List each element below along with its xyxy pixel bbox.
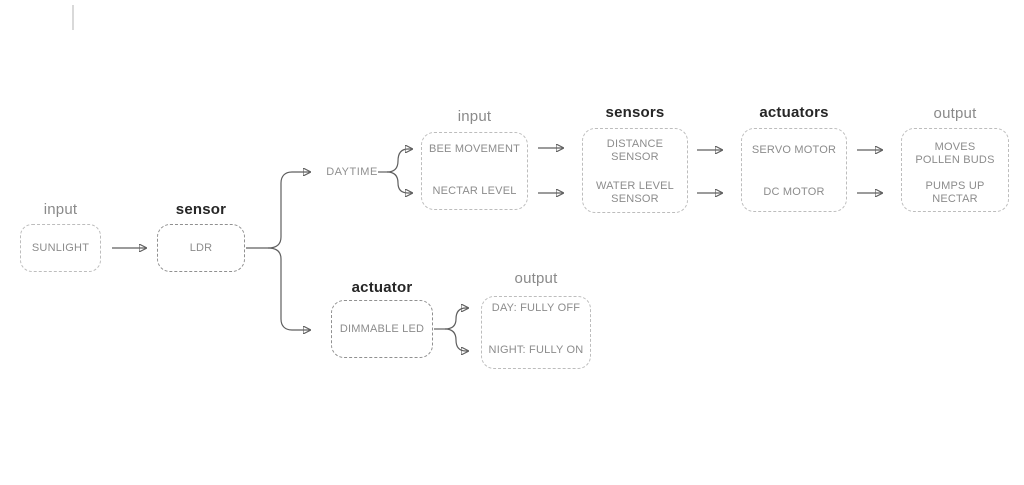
- label-sensors: sensors: [605, 104, 665, 121]
- item-day-fully-off: DAY: FULLY OFF: [491, 302, 581, 314]
- label-output-led: output: [514, 270, 558, 287]
- node-sunlight[interactable]: SUNLIGHT: [20, 224, 101, 272]
- label-actuators: actuators: [759, 104, 829, 121]
- node-daytime-outputs[interactable]: MOVES POLLEN BUDS PUMPS UP NECTAR: [901, 128, 1009, 212]
- node-daytime-inputs[interactable]: BEE MOVEMENT NECTAR LEVEL: [421, 132, 528, 210]
- item-servo-motor: SERVO MOTOR: [751, 144, 837, 156]
- node-sunlight-text: SUNLIGHT: [31, 241, 90, 254]
- node-ldr-text: LDR: [189, 241, 213, 254]
- branch-daytime-to-bee-movement: [386, 149, 412, 173]
- label-input-sunlight: input: [43, 201, 78, 218]
- item-night-fully-on: NIGHT: FULLY ON: [488, 344, 584, 356]
- node-led-outputs[interactable]: DAY: FULLY OFF NIGHT: FULLY ON: [481, 296, 591, 369]
- condition-daytime: DAYTIME: [326, 166, 378, 178]
- branch-ldr-to-daytime: [267, 172, 310, 249]
- label-actuator-dimmable: actuator: [351, 279, 413, 296]
- branch-dimmable-to-day-off: [444, 308, 468, 330]
- node-dimmable-led[interactable]: DIMMABLE LED: [331, 300, 433, 358]
- item-dc-motor: DC MOTOR: [763, 186, 825, 198]
- branch-dimmable-to-night-on: [444, 328, 468, 351]
- node-ldr[interactable]: LDR: [157, 224, 245, 272]
- label-sensor-ldr: sensor: [175, 201, 227, 218]
- node-dimmable-led-text: DIMMABLE LED: [339, 322, 425, 335]
- branch-daytime-to-nectar-level: [386, 171, 412, 193]
- node-actuators[interactable]: SERVO MOTOR DC MOTOR: [741, 128, 847, 212]
- item-moves-pollen-buds: MOVES POLLEN BUDS: [915, 141, 995, 166]
- label-input-daytime: input: [457, 108, 492, 125]
- item-distance-sensor: DISTANCE SENSOR: [606, 138, 664, 163]
- item-nectar-level: NECTAR LEVEL: [432, 185, 517, 197]
- label-output-daytime: output: [933, 105, 977, 122]
- text-cursor: [72, 5, 74, 30]
- node-sensors[interactable]: DISTANCE SENSOR WATER LEVEL SENSOR: [582, 128, 688, 213]
- item-water-level-sensor: WATER LEVEL SENSOR: [596, 180, 674, 205]
- branch-ldr-to-dimmable-led: [267, 247, 310, 330]
- item-pumps-up-nectar: PUMPS UP NECTAR: [925, 180, 985, 205]
- item-bee-movement: BEE MOVEMENT: [428, 143, 521, 155]
